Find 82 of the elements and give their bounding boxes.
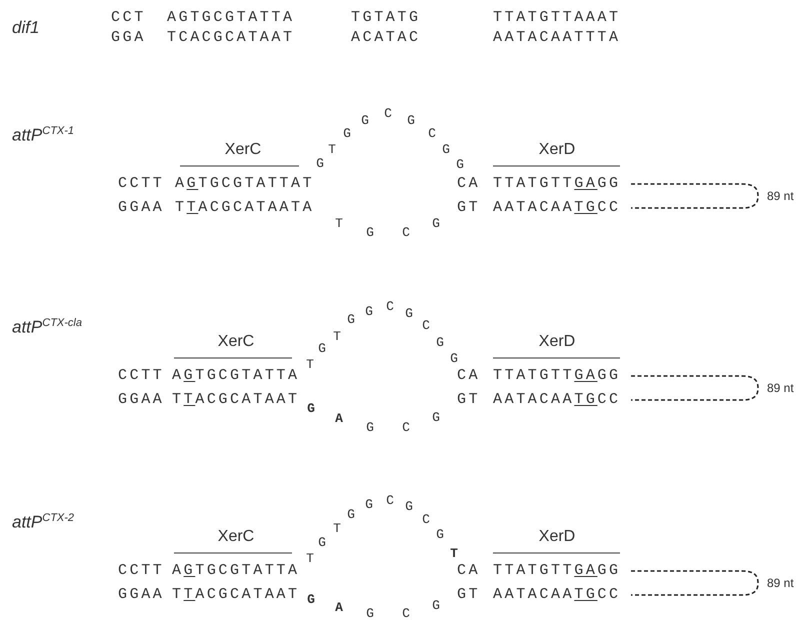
nucleotide-letter: T — [335, 216, 343, 232]
nucleotide-letter: G — [366, 225, 374, 241]
sequence-text: GGA — [111, 29, 146, 47]
sequence-text: TCACGCATAAT — [167, 29, 295, 47]
sequence-text: GT — [457, 199, 480, 217]
nucleotide-letter: C — [384, 106, 392, 122]
nucleotide-letter: G — [442, 142, 450, 158]
nucleotide-letter: G — [307, 592, 315, 608]
nucleotide-letter: G — [407, 113, 415, 129]
sequence-text: TTATGTTAAAT — [493, 9, 621, 27]
sequence-text: CA — [457, 175, 480, 193]
sequence-text: TTACGCATAAT — [172, 391, 300, 409]
sequence-text: GT — [457, 586, 480, 604]
nucleotide-letter: T — [450, 546, 458, 562]
sequence-text: CCTT — [118, 367, 164, 385]
sequence-text: TTACGCATAATA — [175, 199, 314, 217]
loop-length-label: 89 nt — [767, 576, 794, 590]
loop-length-label: 89 nt — [767, 381, 794, 395]
nucleotide-letter: G — [347, 507, 355, 523]
sequence-text: CCTT — [118, 562, 164, 580]
nucleotide-letter: G — [405, 499, 413, 515]
site-label: XerC — [224, 141, 262, 159]
nucleotide-letter: G — [432, 598, 440, 614]
nucleotide-letter: G — [366, 420, 374, 436]
nucleotide-letter: G — [436, 335, 444, 351]
nucleotide-letter: C — [386, 493, 394, 509]
nucleotide-letter: C — [428, 126, 436, 142]
nucleotide-letter: A — [335, 600, 343, 616]
loop-length-label: 89 nt — [767, 189, 794, 203]
sequence-text: CA — [457, 367, 480, 385]
nucleotide-letter: C — [402, 606, 410, 622]
sequence-text: AGTGCGTATTA — [172, 562, 300, 580]
nucleotide-letter: G — [347, 312, 355, 328]
sequence-name: attP$^{CTX-2}$ — [12, 511, 74, 533]
sequence-text: AGTGCGTATTA — [167, 9, 295, 27]
nucleotide-letter: T — [306, 357, 314, 373]
site-label: XerD — [538, 141, 576, 159]
sequence-text: GGAA — [118, 199, 164, 217]
nucleotide-letter: T — [328, 142, 336, 158]
sequence-name: attP$^{CTX-1}$ — [12, 124, 74, 146]
sequence-text: TTACGCATAAT — [172, 586, 300, 604]
nucleotide-letter: G — [432, 216, 440, 232]
nucleotide-letter: C — [422, 512, 430, 528]
nucleotide-letter: G — [450, 351, 458, 367]
sequence-text: GT — [457, 391, 480, 409]
nucleotide-letter: G — [366, 606, 374, 622]
nucleotide-letter: G — [405, 306, 413, 322]
sequence-text: CA — [457, 562, 480, 580]
nucleotide-letter: T — [306, 551, 314, 567]
nucleotide-letter: T — [333, 521, 341, 537]
sequence-name: dif1 — [12, 18, 40, 38]
sequence-text: AGTGCGTATTAT — [175, 175, 314, 193]
sequence-text: CCT — [111, 9, 146, 27]
nucleotide-letter: C — [422, 318, 430, 334]
sequence-text: CCTT — [118, 175, 164, 193]
sequence-text: AGTGCGTATTA — [172, 367, 300, 385]
site-label: XerD — [538, 528, 576, 546]
nucleotide-letter: G — [436, 527, 444, 543]
sequence-name: attP$^{CTX-cla}$ — [12, 316, 82, 338]
nucleotide-letter: G — [361, 113, 369, 129]
nucleotide-letter: G — [307, 401, 315, 417]
nucleotide-letter: G — [432, 410, 440, 426]
nucleotide-letter: C — [386, 299, 394, 315]
nucleotide-letter: G — [365, 304, 373, 320]
nucleotide-letter: A — [335, 411, 343, 427]
nucleotide-letter: G — [318, 535, 326, 551]
site-label: XerD — [538, 333, 576, 351]
site-label: XerC — [218, 528, 254, 546]
nucleotide-letter: G — [318, 341, 326, 357]
nucleotide-letter: G — [316, 156, 324, 172]
nucleotide-letter: C — [402, 225, 410, 241]
sequence-text: TGTATG — [351, 9, 421, 27]
nucleotide-letter: G — [365, 497, 373, 513]
sequence-text: AATACAATTTA — [493, 29, 621, 47]
nucleotide-letter: G — [343, 126, 351, 142]
site-label: XerC — [218, 333, 254, 351]
nucleotide-letter: T — [333, 329, 341, 345]
nucleotide-letter: C — [402, 420, 410, 436]
sequence-text: GGAA — [118, 586, 164, 604]
sequence-text: ACATAC — [351, 29, 421, 47]
sequence-text: GGAA — [118, 391, 164, 409]
nucleotide-letter: G — [456, 157, 464, 173]
